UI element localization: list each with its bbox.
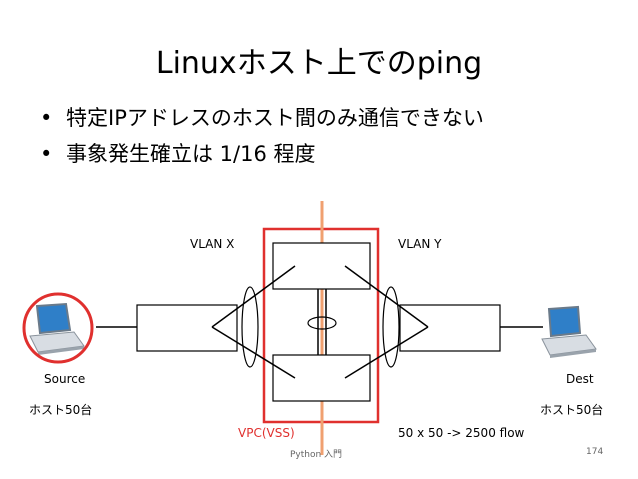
dest-laptop-icon — [541, 305, 597, 358]
vlan-x-label: VLAN X — [190, 237, 235, 251]
page-number: 174 — [586, 447, 604, 457]
link-top-right — [344, 265, 429, 328]
slide-title: Linuxホスト上でのping — [155, 46, 483, 81]
access-switch-left — [136, 304, 238, 352]
footer-title: Python 入門 — [290, 450, 343, 460]
link-bottom-right — [344, 326, 429, 379]
source-laptop-icon — [29, 302, 85, 355]
bullet-item: 特定IPアドレスのホスト間のみ通信できない — [40, 100, 484, 136]
flow-count-label: 50 x 50 -> 2500 flow — [398, 426, 525, 440]
peer-link-ellipse — [307, 316, 337, 330]
hosts-right-label: ホスト50台 — [540, 403, 604, 417]
link-left-bottom — [211, 326, 296, 379]
bullet-item: 事象発生確立は 1/16 程度 — [40, 136, 484, 172]
dest-label: Dest — [566, 372, 594, 386]
link-left-top — [211, 265, 296, 328]
source-highlight-circle — [22, 292, 94, 364]
port-channel-left — [241, 286, 259, 368]
core-switch-top — [272, 242, 371, 290]
bullet-list: 特定IPアドレスのホスト間のみ通信できない 事象発生確立は 1/16 程度 — [40, 100, 484, 172]
access-switch-right — [399, 304, 501, 352]
port-channel-right — [382, 286, 400, 368]
vpc-label: VPC(VSS) — [238, 426, 295, 440]
source-label: Source — [44, 372, 86, 386]
core-switch-bottom — [272, 354, 371, 402]
vlan-y-label: VLAN Y — [398, 237, 442, 251]
hosts-left-label: ホスト50台 — [29, 403, 93, 417]
